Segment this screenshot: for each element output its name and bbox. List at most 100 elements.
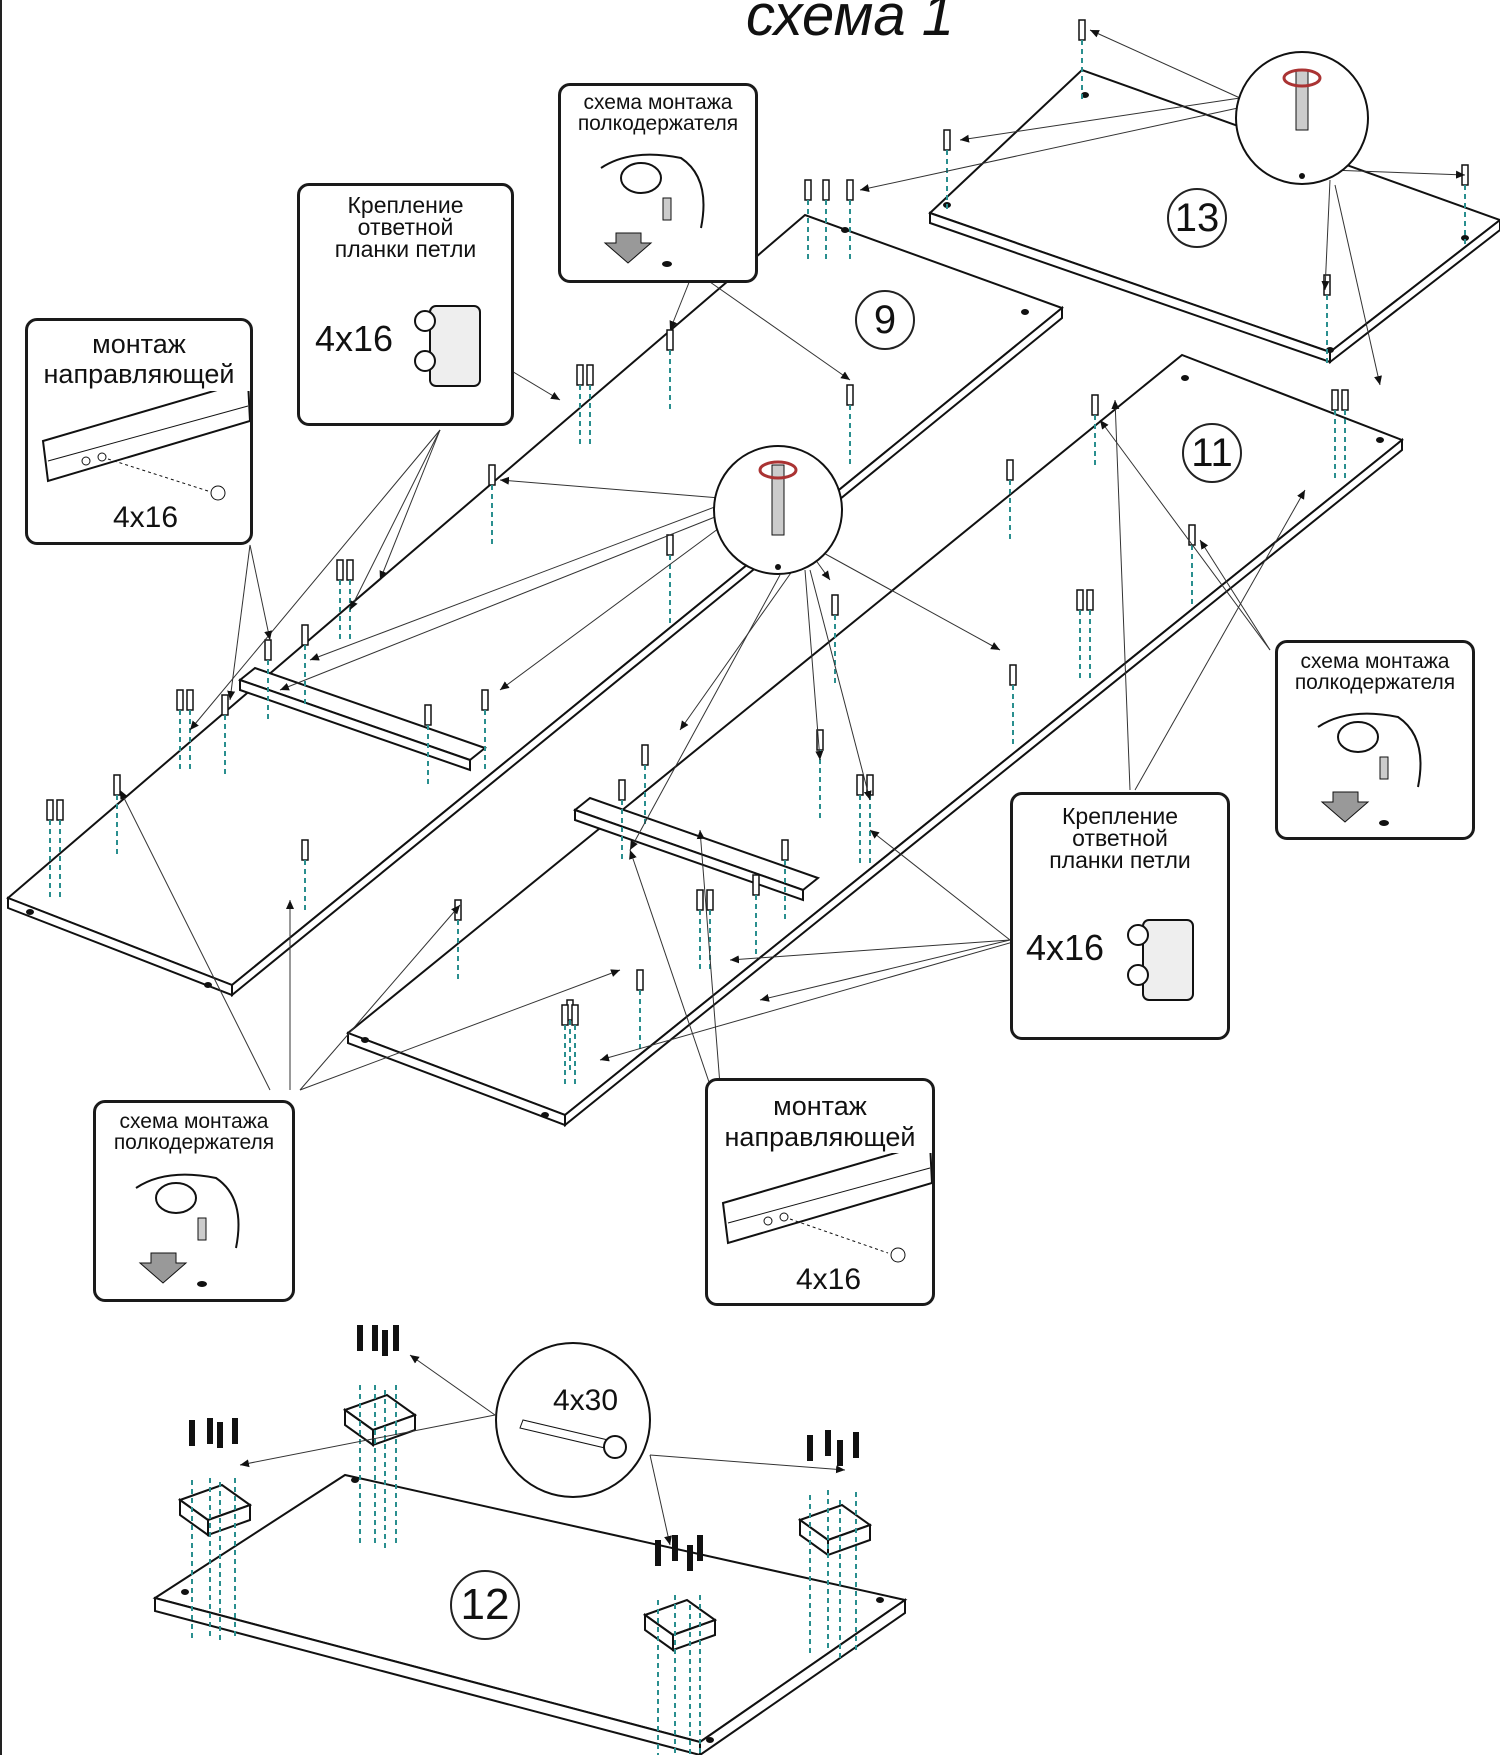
leader-arrow — [649, 1454, 672, 1546]
leader-arrow — [699, 274, 851, 381]
leader-arrow — [309, 504, 721, 661]
callout-line-3: планки петли — [1049, 847, 1191, 873]
panel-number-11: 11 — [1182, 423, 1242, 483]
screw-icon — [393, 1325, 399, 1351]
callout-line-1: Крепление — [1062, 803, 1178, 829]
panel-12 — [152, 1473, 908, 1755]
panel-hole — [706, 1737, 714, 1743]
callout-rail-right: монтаж направляющей 4х16 — [705, 1078, 935, 1306]
leader-arrow — [809, 569, 872, 801]
screw-icon — [706, 889, 714, 911]
screws-group — [46, 19, 1469, 1755]
screw-icon — [301, 839, 309, 861]
screw-icon — [807, 1435, 813, 1461]
leader-arrow — [1099, 419, 1271, 651]
screw-icon — [186, 689, 194, 711]
panel-hole — [876, 1597, 884, 1603]
callout-line-2: ответной — [357, 214, 454, 240]
screw-icon — [837, 1440, 843, 1466]
screw-icon — [1331, 389, 1339, 411]
screw-icon — [176, 689, 184, 711]
screw-icon — [666, 534, 674, 556]
screw-icon — [481, 689, 489, 711]
panel-number-12: 12 — [450, 1570, 520, 1640]
panel-hole — [361, 1037, 369, 1043]
callout-line-2: полкодержателя — [577, 112, 739, 135]
leader-arrow — [859, 107, 1239, 193]
panel-hole — [1461, 235, 1469, 241]
leader-arrow — [1334, 184, 1382, 386]
leader-lines — [119, 29, 1466, 1546]
screw-icon — [221, 694, 229, 716]
screw-icon — [846, 179, 854, 201]
leader-arrow — [799, 539, 1001, 651]
leader-arrow — [119, 789, 271, 1091]
screw-icon — [346, 559, 354, 581]
callout-line-2: направляющей — [43, 359, 235, 389]
callout-hinge-plate-left: Крепление ответной планки петли 4х16 — [297, 183, 514, 426]
leader-arrow — [629, 849, 711, 1086]
leader-arrow — [629, 574, 781, 851]
screw-icon — [1086, 589, 1094, 611]
leader-arrow — [299, 904, 461, 1091]
callout-shelf-holder-right: схема монтажа полкодержателя — [1275, 640, 1475, 840]
screw-icon — [207, 1418, 213, 1444]
leader-arrow — [959, 97, 1241, 143]
screw-icon — [217, 1422, 223, 1448]
screw-icon — [1078, 19, 1086, 41]
callout-shelf-holder-top: схема монтажа полкодержателя — [558, 83, 758, 283]
screw-icon — [687, 1545, 693, 1571]
panel-hole — [841, 227, 849, 233]
callout-line-1: Крепление — [347, 192, 464, 218]
leader-arrow — [249, 544, 273, 641]
panel-hole — [351, 1477, 359, 1483]
screw-icon — [46, 799, 54, 821]
leader-arrow — [509, 369, 561, 401]
screw-icon — [1009, 664, 1017, 686]
leader-arrow — [759, 939, 1011, 1002]
screw-icon — [697, 1535, 703, 1561]
hinge-plate-illustration — [1127, 919, 1194, 1001]
screw-4x30-label: 4х30 — [553, 1384, 618, 1417]
leader-arrow — [379, 429, 441, 581]
screw-icon — [856, 774, 864, 796]
leader-arrow — [409, 1354, 496, 1416]
leader-arrow — [1134, 489, 1306, 791]
leader-arrow — [1089, 29, 1241, 99]
screw-icon — [189, 1420, 195, 1446]
screw-icon — [666, 329, 674, 351]
panel-number-9: 9 — [855, 290, 915, 350]
leader-arrow — [349, 429, 441, 611]
callout-rail-left: монтаж направляющей 4х16 — [25, 318, 253, 545]
leader-arrow — [729, 939, 1011, 964]
screw-icon — [357, 1325, 363, 1351]
hand-pin-illustration — [1317, 712, 1422, 826]
panel-hole — [26, 909, 34, 915]
screw-icon — [618, 779, 626, 801]
leader-arrow — [869, 829, 1011, 941]
screwdriver-detail-middle — [713, 445, 843, 575]
panel-holes — [26, 92, 1469, 1743]
screw-icon — [56, 799, 64, 821]
callout-line-1: схема монтажа — [1300, 650, 1450, 673]
screw-icon — [846, 384, 854, 406]
screw-icon — [825, 1430, 831, 1456]
screw-icon — [752, 874, 760, 896]
panel-11 — [346, 353, 1404, 1128]
leader-arrow — [299, 969, 621, 1091]
screw-icon — [488, 464, 496, 486]
callout-line-3: планки петли — [334, 236, 477, 262]
screw-icon — [264, 639, 272, 661]
screw-icon — [382, 1330, 388, 1356]
leader-arrow — [227, 544, 251, 701]
callout-dimension: 4х16 — [315, 318, 394, 359]
screw-icon — [1076, 589, 1084, 611]
callout-dimension: 4х16 — [113, 501, 179, 534]
callout-line-2: направляющей — [724, 1122, 916, 1152]
screw-icon — [1091, 394, 1099, 416]
panel-hole — [1021, 309, 1029, 315]
leader-arrow — [679, 559, 801, 731]
leader-arrow — [669, 279, 691, 331]
callout-dimension: 4х16 — [796, 1263, 862, 1296]
